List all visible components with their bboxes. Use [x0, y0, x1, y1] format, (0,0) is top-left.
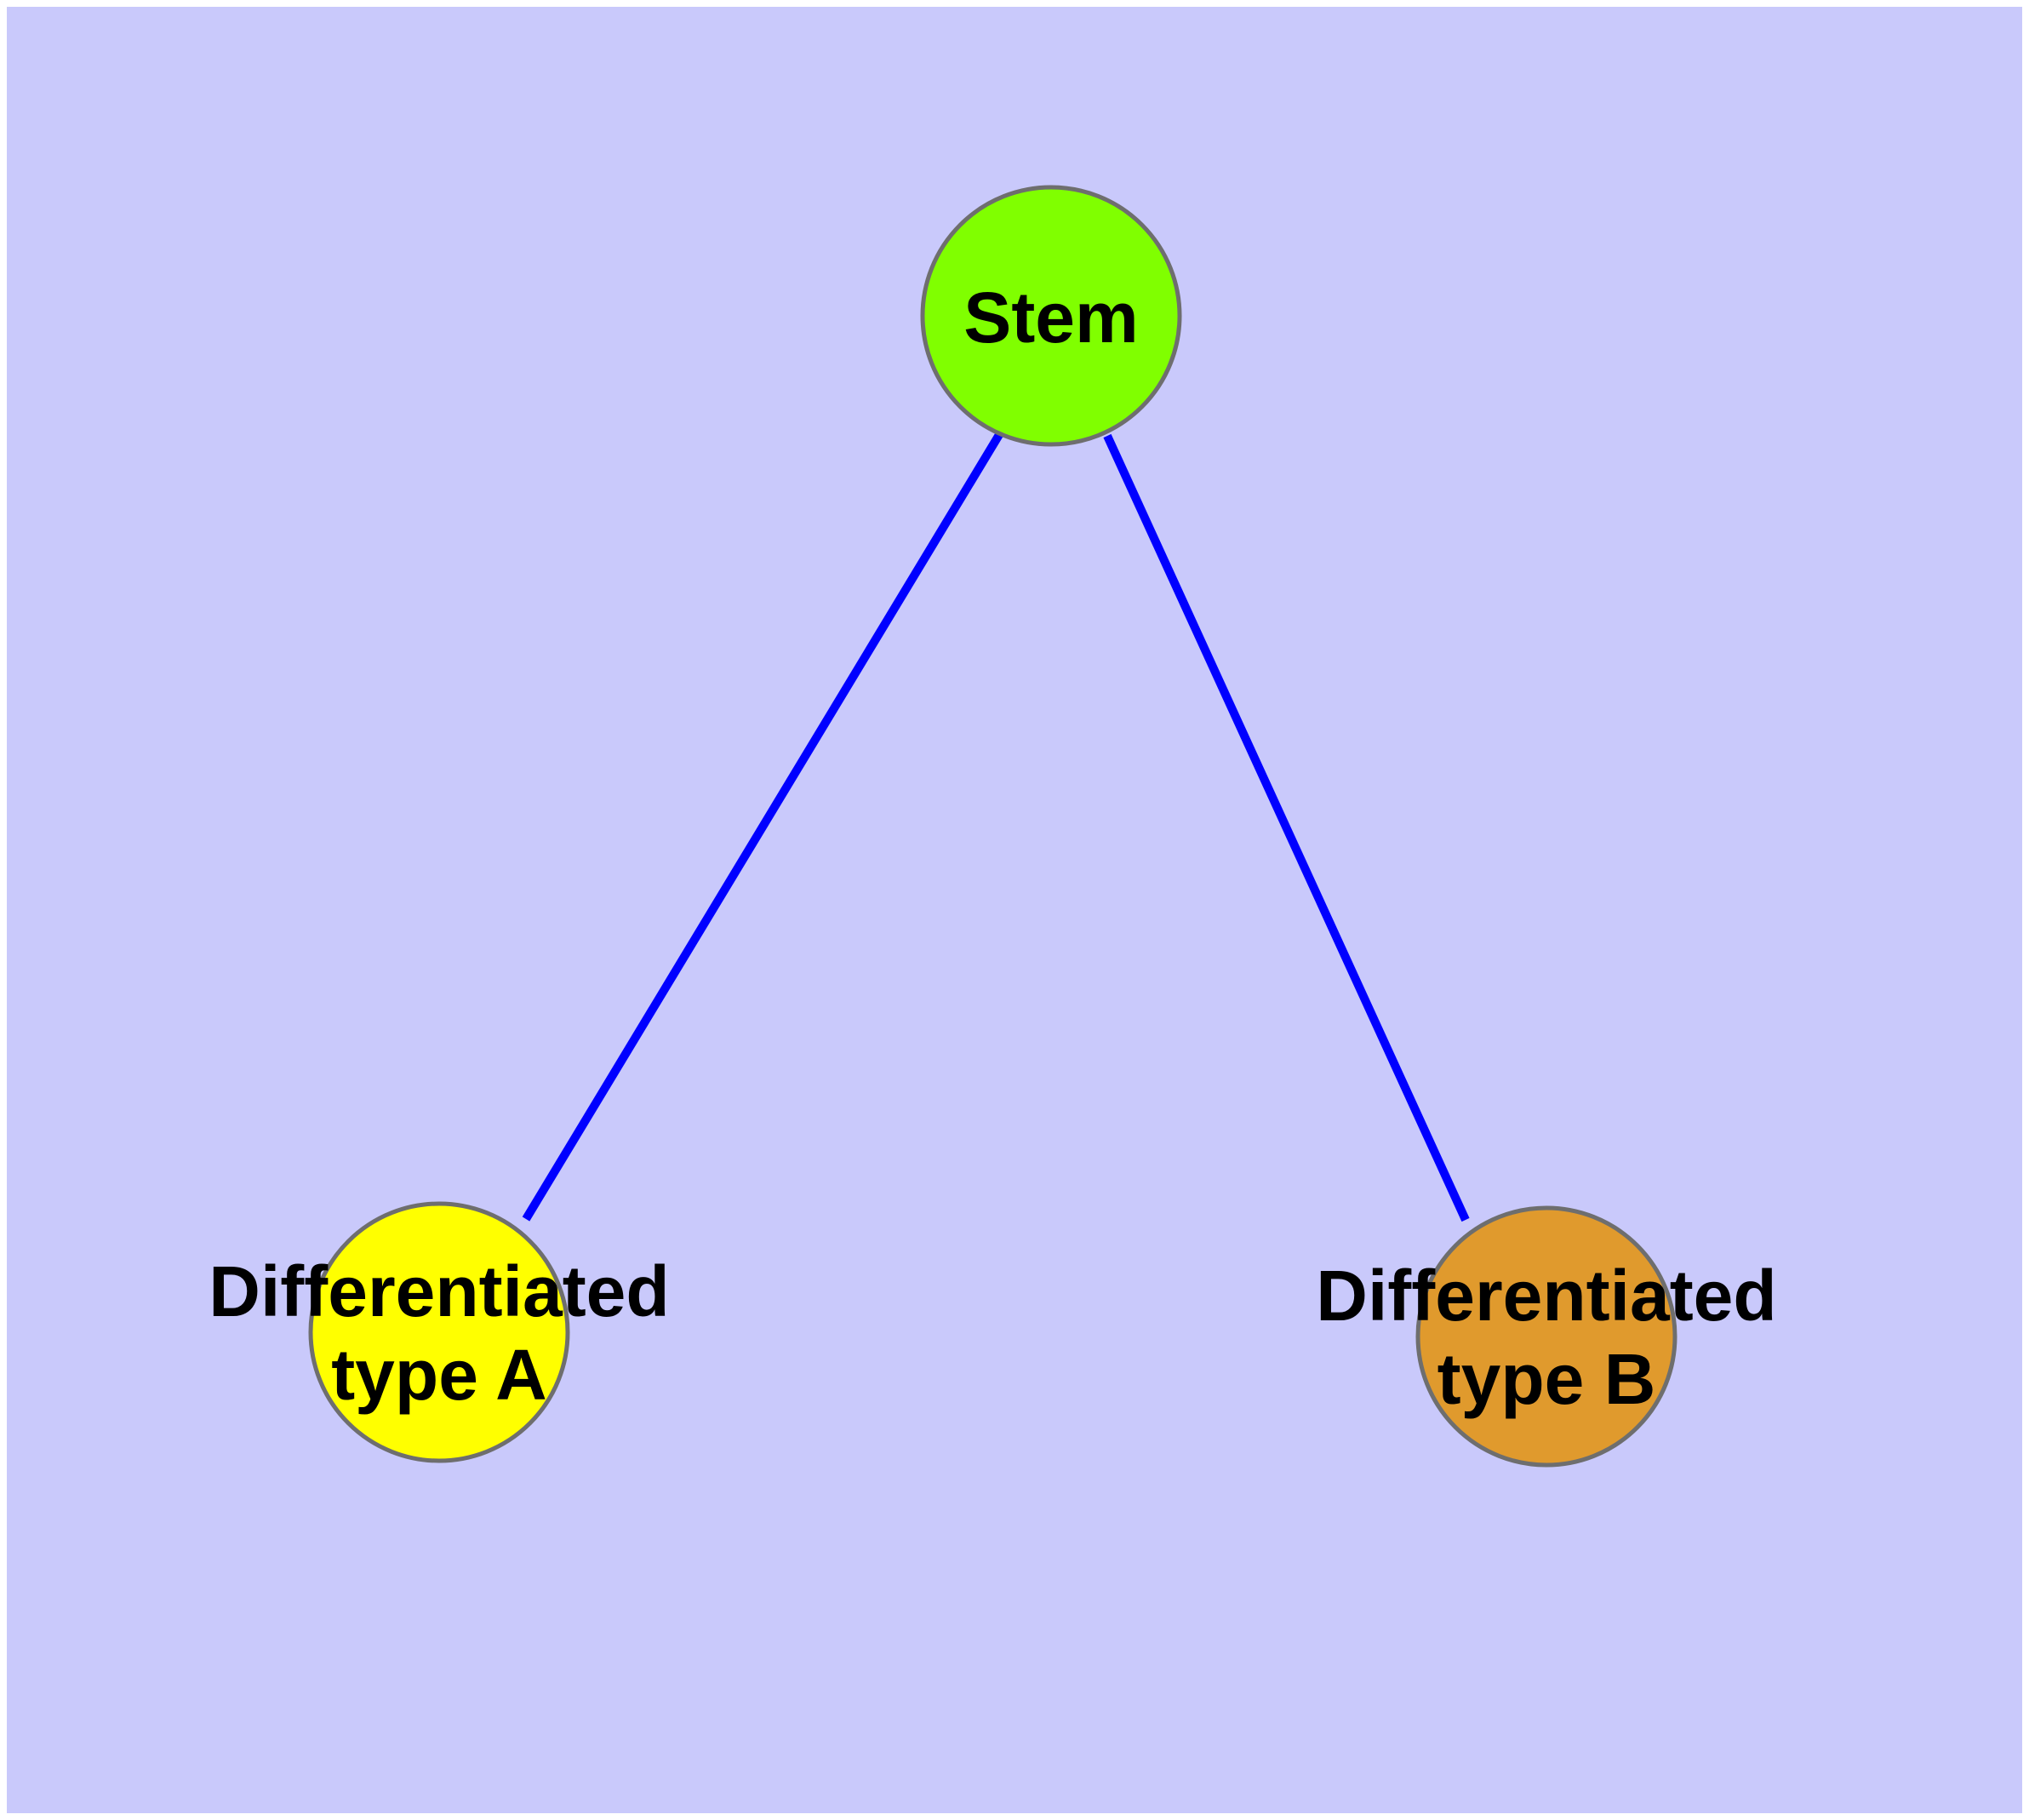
node-label-differentiated-type-a-line2: type A: [331, 1335, 547, 1415]
node-stem[interactable]: Stem: [920, 185, 1182, 447]
graph-svg: Differentiated type A Differentiated typ…: [209, 185, 1777, 1468]
diagram-canvas: Differentiated type A Differentiated typ…: [7, 7, 2022, 1813]
node-circle-differentiated-type-a[interactable]: [308, 1201, 570, 1463]
node-differentiated-type-b[interactable]: Differentiated type B: [1316, 1205, 1777, 1468]
node-differentiated-type-a[interactable]: Differentiated type A: [209, 1201, 670, 1463]
edge-stem-to-differentiated-type-a[interactable]: [522, 431, 1004, 1222]
node-label-differentiated-type-b-line2: type B: [1437, 1339, 1656, 1419]
edge-stem-to-differentiated-type-b[interactable]: [1103, 433, 1470, 1222]
node-label-stem: Stem: [963, 278, 1138, 358]
edges-layer: [522, 431, 1470, 1222]
node-label-differentiated-type-a-line1: Differentiated: [209, 1251, 669, 1331]
node-circle-differentiated-type-b[interactable]: [1415, 1205, 1677, 1468]
nodes-layer: Differentiated type A Differentiated typ…: [209, 185, 1777, 1468]
node-label-differentiated-type-b-line1: Differentiated: [1316, 1256, 1776, 1336]
node-circle-stem[interactable]: [920, 185, 1182, 447]
